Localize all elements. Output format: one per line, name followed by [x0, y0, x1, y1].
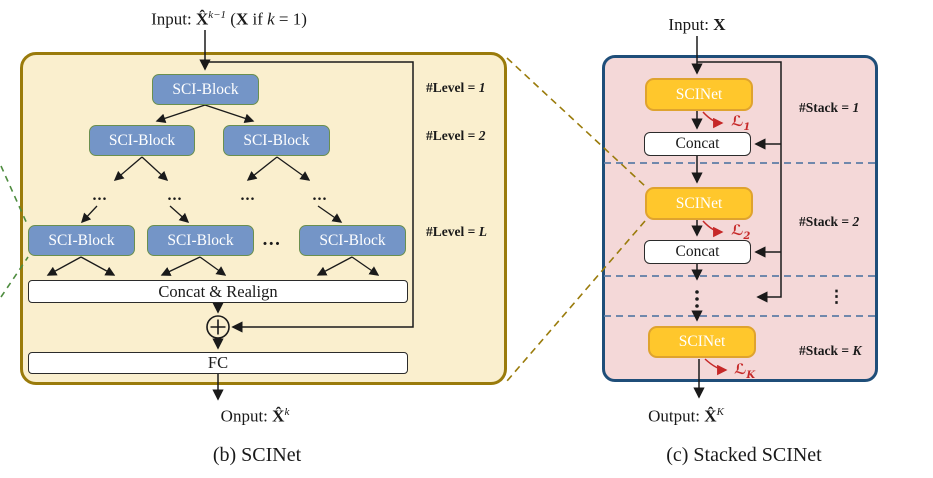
sci-block-label: SCI-Block — [48, 231, 115, 249]
sci-block-levelL-1: SCI-Block — [28, 225, 135, 256]
level-label-2: #Level = 2 — [426, 128, 486, 143]
sci-block-level1: SCI-Block — [152, 74, 259, 105]
sci-block-label: SCI-Block — [108, 131, 176, 149]
input-prefix: Input: — [151, 9, 196, 29]
sci-block-label: SCI-Block — [167, 231, 234, 249]
panel-b-input-label: Input: X̂k−1 (X if k = 1) — [79, 9, 379, 30]
level-label-1: #Level = 1 — [426, 80, 486, 95]
scinet-label: SCINet — [675, 194, 723, 212]
concat-label: Concat — [675, 243, 720, 260]
input-eq: = 1) — [274, 9, 307, 29]
input-x-bold: X — [235, 9, 249, 29]
input-superscript: k−1 — [208, 9, 227, 21]
stack-vdots: ⋮ — [828, 287, 845, 306]
scinet-box-2: SCINet — [645, 187, 753, 220]
scinet-box-1: SCINet — [645, 78, 753, 111]
sci-block-level2-left: SCI-Block — [89, 125, 195, 156]
panel-c-caption: (c) Stacked SCINet — [666, 444, 822, 466]
input-k-italic: k — [267, 9, 275, 29]
sci-block-levelL-3: SCI-Block — [299, 225, 406, 256]
panel-c-input-label: Input: X — [668, 15, 726, 34]
concat-realign-bar: Concat & Realign — [28, 280, 408, 303]
tree-ellipsis-2: ... — [167, 187, 183, 204]
tree-ellipsis-3: ... — [240, 187, 256, 204]
level-row-ellipsis: ... — [262, 229, 282, 250]
stack-label-K: #Stack = K — [799, 343, 862, 358]
tree-ellipsis-1: ... — [92, 187, 108, 204]
input-if: if — [248, 9, 268, 29]
stack-label-2: #Stack = 2 — [799, 214, 860, 229]
input-variable: X̂ — [195, 9, 209, 29]
concat-box-2: Concat — [644, 240, 751, 264]
loss-label-K: ℒK — [734, 361, 756, 381]
loss-label-1: ℒ1 — [731, 113, 751, 133]
level-label-L: #Level = L — [426, 224, 487, 239]
scinet-label: SCINet — [675, 85, 723, 103]
sci-block-label: SCI-Block — [319, 231, 386, 249]
fc-bar: FC — [28, 352, 408, 374]
stack-label-1: #Stack = 1 — [799, 100, 860, 115]
panel-scinet — [20, 52, 507, 385]
sci-block-level2-right: SCI-Block — [223, 125, 330, 156]
tree-ellipsis-4: ... — [312, 187, 328, 204]
scinet-label: SCINet — [678, 333, 726, 350]
concat-label: Concat — [675, 135, 720, 152]
sci-block-label: SCI-Block — [243, 131, 310, 149]
concat-realign-label: Concat & Realign — [158, 281, 278, 301]
concat-box-1: Concat — [644, 132, 751, 156]
fc-label: FC — [207, 353, 229, 372]
sci-block-label: SCI-Block — [172, 80, 239, 98]
loss-label-2: ℒ2 — [731, 222, 751, 242]
panel-c-output-label: Output: X̂K — [648, 406, 724, 426]
input-paren: ( — [226, 9, 236, 29]
sci-block-levelL-2: SCI-Block — [147, 225, 254, 256]
panel-b-caption: (b) SCINet — [212, 444, 302, 466]
panel-b-output-label: Onput: X̂k — [220, 406, 290, 426]
scinet-box-K: SCINet — [648, 326, 756, 358]
